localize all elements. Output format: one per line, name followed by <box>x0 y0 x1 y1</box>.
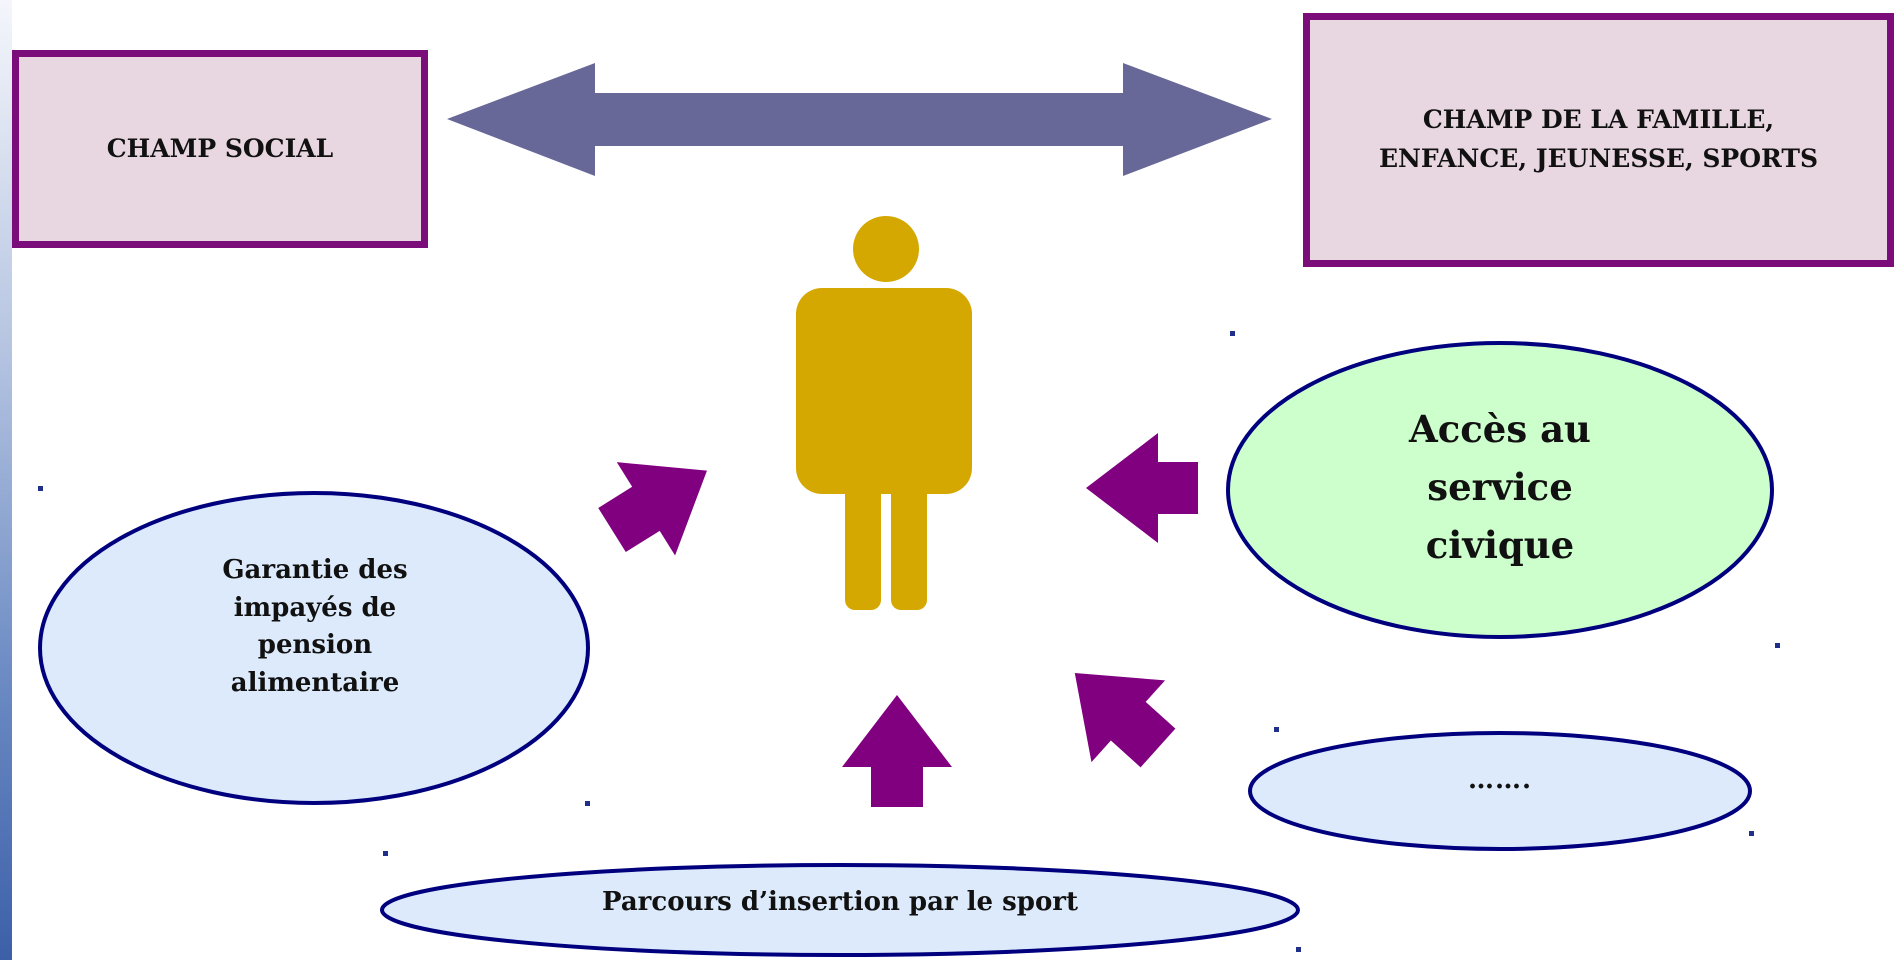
civic-service-oval <box>1226 341 1774 639</box>
guarantee-line-3: pension <box>257 630 373 661</box>
decorative-dot <box>585 801 590 806</box>
champ-social-box: CHAMP SOCIAL <box>12 50 428 248</box>
decorative-dot <box>1296 947 1301 952</box>
civic-service-text: Accès au service civique <box>1270 400 1730 574</box>
decorative-dot <box>1230 331 1235 336</box>
arrow-upper-left <box>598 462 707 556</box>
civic-line-1: Accès au <box>1409 407 1591 451</box>
decorative-dot <box>1274 727 1279 732</box>
civic-line-2: service <box>1427 465 1573 510</box>
guarantee-line-1: Garantie des <box>222 555 408 585</box>
other-oval <box>1248 731 1752 851</box>
decorative-dot <box>1775 643 1780 648</box>
guarantee-oval <box>38 491 590 805</box>
champ-social-label: CHAMP SOCIAL <box>106 133 334 163</box>
other-label: ……. <box>1467 765 1533 795</box>
arrow-left <box>1086 433 1198 543</box>
civic-line-3: civique <box>1425 523 1575 568</box>
guarantee-text: Garantie des impayés de pension alimenta… <box>140 552 490 703</box>
sport-label: Parcours d’insertion par le sport <box>601 887 1079 917</box>
decorative-dot <box>383 851 388 856</box>
guarantee-line-4: alimentaire <box>230 668 400 699</box>
arrow-diagonal <box>1074 673 1176 768</box>
decorative-dot <box>38 486 43 491</box>
champ-famille-line1: CHAMP DE LA FAMILLE, <box>1422 105 1775 135</box>
double-arrow <box>447 63 1272 176</box>
left-gradient-band <box>0 0 12 960</box>
guarantee-line-2: impayés de <box>233 592 397 623</box>
champ-famille-line2: ENFANCE, JEUNESSE, SPORTS <box>1378 144 1819 173</box>
arrow-up <box>842 695 952 807</box>
sport-oval <box>380 863 1300 957</box>
champ-famille-box: CHAMP DE LA FAMILLE, ENFANCE, JEUNESSE, … <box>1303 13 1894 267</box>
person-icon <box>796 216 972 610</box>
decorative-dot <box>1749 831 1754 836</box>
